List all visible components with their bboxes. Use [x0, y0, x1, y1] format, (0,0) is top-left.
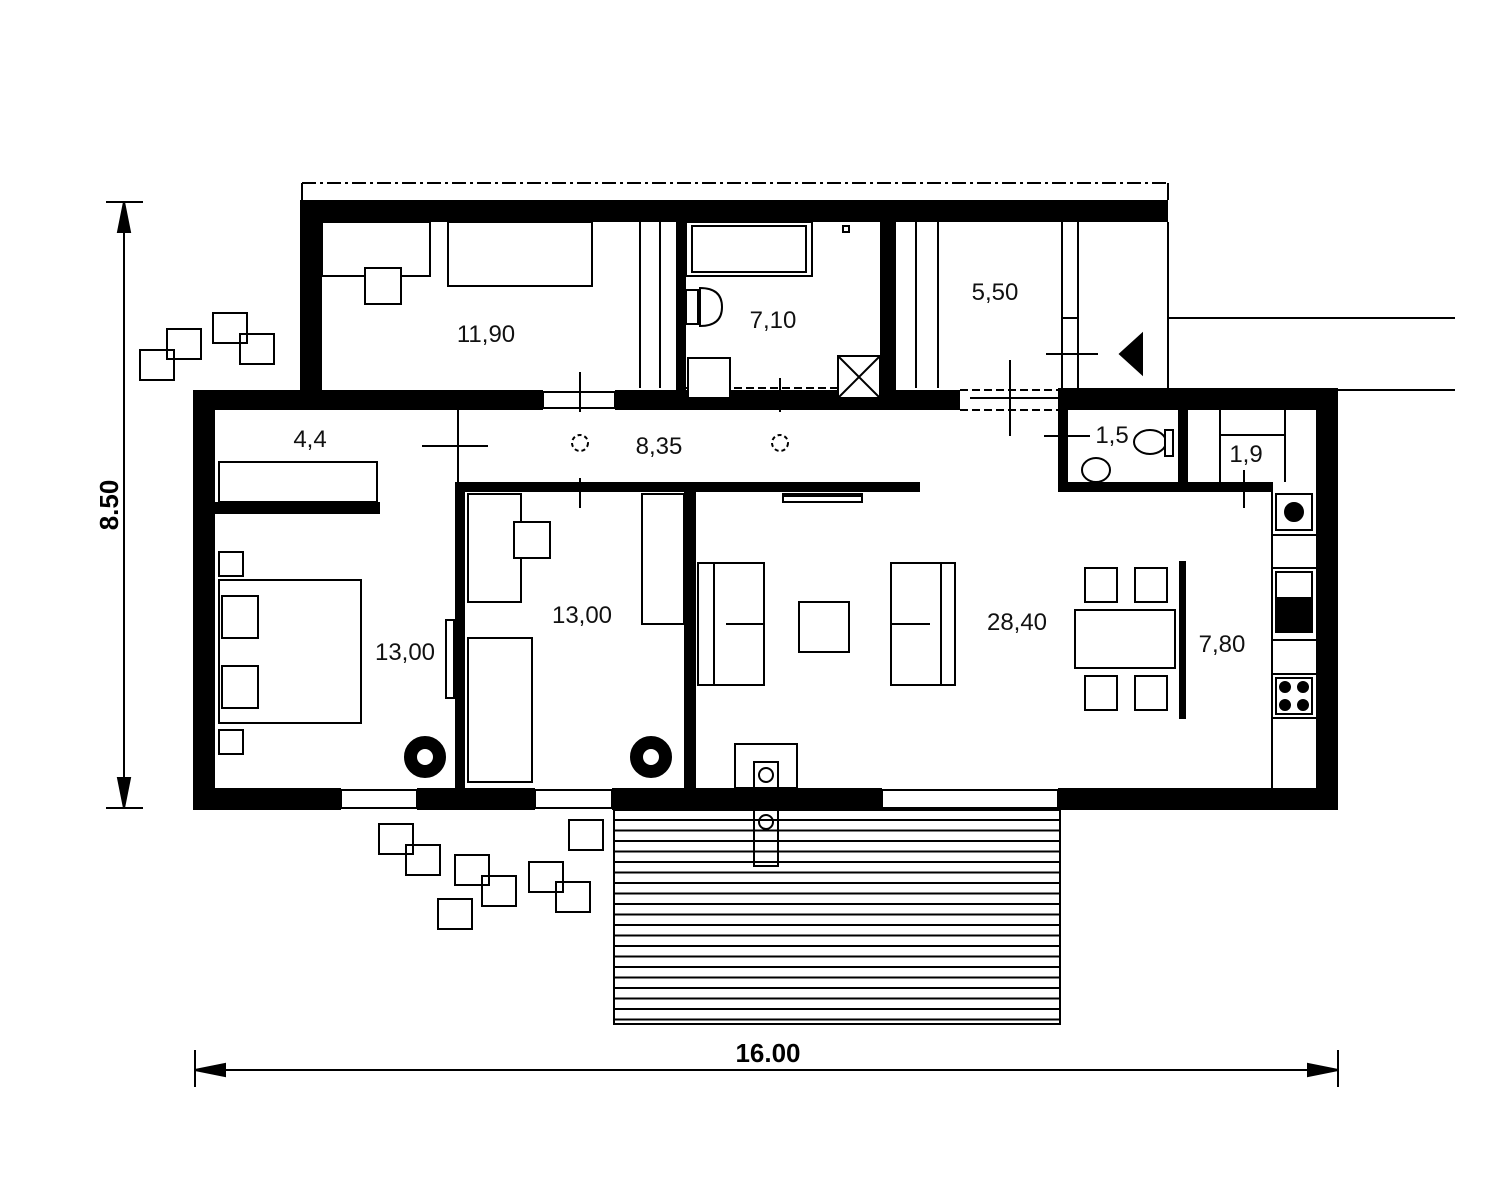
room-area-living: 28,40: [987, 609, 1047, 636]
room-area-wc: 1,5: [1095, 422, 1128, 449]
thin-lines: [195, 182, 1455, 809]
furniture: [218, 221, 1313, 867]
room-area-wardrobe: 4,4: [293, 426, 326, 453]
room-area-utility: 5,50: [972, 279, 1019, 306]
dimension-lines: [106, 201, 1339, 1087]
walls: [193, 200, 1338, 810]
width-dimension-label: 16.00: [735, 1038, 800, 1068]
room-area-pantry: 1,9: [1229, 441, 1262, 468]
door-markers: [422, 353, 1264, 508]
room-area-bathroom: 7,10: [750, 307, 797, 334]
height-dimension-label: 8.50: [94, 480, 124, 531]
room-area-hall: 8,35: [636, 433, 683, 460]
stepping-stones: [139, 312, 604, 930]
room-area-bedroom-second: 13,00: [552, 602, 612, 629]
room-area-bedroom-master: 13,00: [375, 639, 435, 666]
room-area-bedroom-top: 11,90: [457, 321, 515, 348]
room-area-kitchen: 7,80: [1199, 631, 1246, 658]
terrace-deck: [613, 809, 1061, 1025]
